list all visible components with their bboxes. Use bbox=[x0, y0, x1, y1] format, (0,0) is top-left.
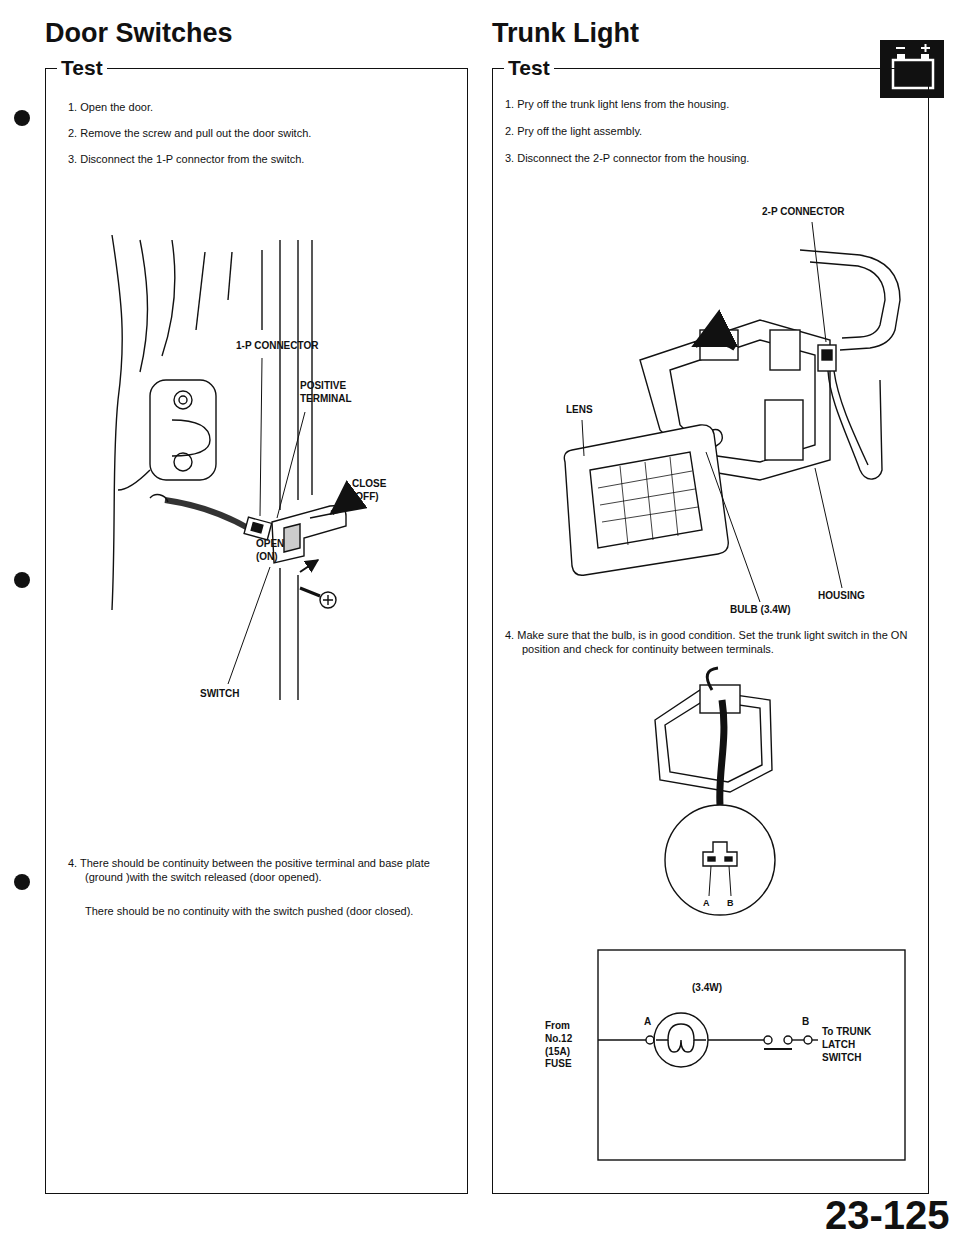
circuit-schematic bbox=[598, 950, 905, 1160]
section-panel: Trunk LightTest bbox=[492, 12, 929, 1194]
step-text: 1. Pry off the trunk light lens from the… bbox=[505, 97, 910, 111]
step-text: 2. Remove the screw and pull out the doo… bbox=[68, 126, 458, 140]
wire-note: To TRUNK LATCH SWITCH bbox=[822, 1026, 888, 1064]
part-label: CLOSE (OFF) bbox=[352, 478, 396, 504]
page-number: 23-125 bbox=[825, 1190, 955, 1241]
part-label: BULB (3.4W) bbox=[730, 604, 830, 617]
panel-frame bbox=[45, 68, 468, 1194]
step-text: 4. Make sure that the bulb, is in good c… bbox=[505, 628, 910, 656]
binder-dot bbox=[14, 110, 30, 890]
connector-drawing bbox=[655, 668, 775, 915]
trunk-light-drawing bbox=[564, 222, 900, 602]
pin-name: B bbox=[802, 1016, 816, 1029]
step-text: 2. Pry off the light assembly. bbox=[505, 124, 910, 138]
test-tag: Test bbox=[504, 56, 554, 80]
rating-label: (3.4W) bbox=[692, 982, 752, 995]
section-heading: Door Switches bbox=[45, 18, 233, 49]
step-text: 1. Open the door. bbox=[68, 100, 458, 114]
section-heading: Trunk Light bbox=[492, 18, 639, 49]
part-label: POSITIVE TERMINAL bbox=[300, 380, 372, 406]
part-label: 2-P CONNECTOR bbox=[762, 206, 872, 219]
door-switch-drawing bbox=[112, 235, 352, 700]
pin-name: B bbox=[727, 898, 741, 910]
step-text: There should be no continuity with the s… bbox=[85, 904, 455, 918]
step-text: 4. There should be continuity between th… bbox=[68, 856, 456, 884]
step-text: 3. Disconnect the 1-P connector from the… bbox=[68, 152, 458, 166]
battery-icon bbox=[880, 40, 944, 98]
test-tag: Test bbox=[57, 56, 107, 80]
part-label: OPEN (ON) bbox=[256, 538, 296, 564]
pin-name: A bbox=[644, 1016, 658, 1029]
step-text: 3. Disconnect the 2-P connector from the… bbox=[505, 151, 910, 165]
section-panel: Door SwitchesTest bbox=[45, 12, 468, 1194]
pin-name: A bbox=[703, 898, 717, 910]
part-label: LENS bbox=[566, 404, 616, 417]
part-label: SWITCH bbox=[200, 688, 270, 701]
part-label: HOUSING bbox=[818, 590, 898, 603]
part-label: 1-P CONNECTOR bbox=[236, 340, 346, 353]
wire-note: From No.12 (15A) FUSE bbox=[545, 1020, 589, 1071]
